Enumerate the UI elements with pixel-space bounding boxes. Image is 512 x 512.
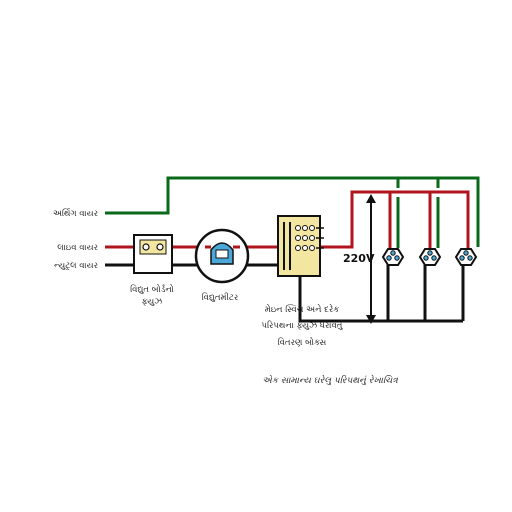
electricity-meter [194,228,250,284]
socket-3 [454,248,478,266]
diagram-caption: એક સામાન્ય ઘરેલુ પરિપથનું રેખાચિત્ર [262,374,398,386]
board-fuse-label-line1: વિદ્યુત બોર્ડનો [130,283,174,295]
board-fuse [133,234,173,274]
earth-wire [105,176,480,248]
board-fuse-label-line2: ફ્યુઝ [142,297,164,307]
voltage-label: 220V [343,252,375,265]
live-wire-label: લાઇવ વાયર [57,243,98,253]
socket-1 [381,248,405,266]
socket-2 [418,248,442,266]
earth-wire-label: અર્થિંગ વાયર [53,208,99,219]
distribution-box [277,215,324,277]
neutral-wire-label: ન્યુટ્રલ વાયર [54,261,99,271]
meter-label: વિદ્યુતમીટર [202,292,239,303]
dist-box-label-line2: પરિપથના ફ્યુઝ ધરાવતું [262,320,343,331]
dist-box-label-line1: મેઇન સ્વિચ અને દરેક [265,303,341,315]
live-wire [105,190,470,249]
voltage-arrow [366,194,376,324]
dist-box-label-line3: વિતરણ બોક્સ [278,336,327,348]
